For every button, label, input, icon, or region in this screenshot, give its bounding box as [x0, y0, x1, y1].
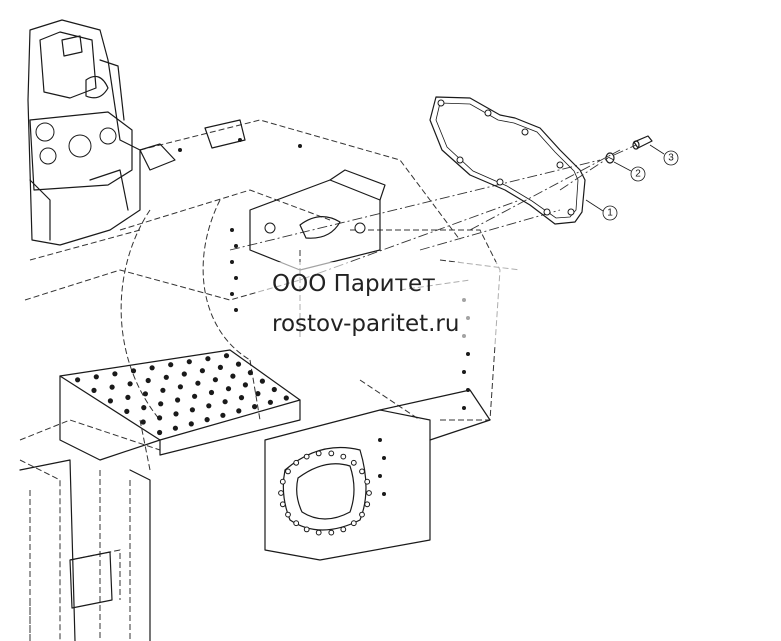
callout-3-label: 3	[668, 153, 674, 164]
step-hole	[206, 403, 212, 409]
ring-bolt-hole	[278, 490, 284, 496]
ring-bolt-hole	[328, 450, 335, 457]
step-hole	[158, 401, 164, 407]
perforated-step	[59, 349, 301, 461]
step-hole	[238, 395, 245, 401]
step-hole	[109, 384, 115, 390]
step-hole	[141, 405, 147, 411]
ring-bolt-hole	[364, 478, 371, 485]
callout-2-label: 2	[635, 169, 641, 180]
step-hole	[236, 408, 242, 414]
step-hole	[204, 417, 210, 423]
ring-bolt-hole	[293, 459, 300, 466]
lower-housing	[264, 389, 491, 561]
watermark-backdrop	[258, 262, 528, 346]
step-hole	[283, 395, 289, 401]
step-hole	[222, 399, 228, 405]
step-hole	[125, 394, 131, 400]
step-hole	[163, 374, 169, 380]
ring-bolt-hole	[315, 450, 322, 457]
step-hole	[142, 391, 148, 397]
watermark-company: ООО Паритет	[272, 271, 436, 297]
step-hole	[195, 380, 201, 386]
step-hole	[259, 378, 265, 384]
center-bracket	[139, 119, 386, 271]
step-hole	[247, 370, 253, 376]
step-hole	[252, 404, 258, 410]
step-hole	[112, 371, 118, 377]
step-hole	[75, 377, 81, 383]
step-hole	[235, 361, 242, 367]
step-hole	[168, 362, 174, 368]
washer	[605, 152, 615, 164]
step-hole	[172, 425, 178, 431]
ring-bolt-hole	[279, 478, 286, 485]
step-hole	[107, 398, 113, 404]
callout-1-label: 1	[607, 208, 613, 219]
lower-column	[19, 459, 151, 641]
step-hole	[199, 368, 205, 374]
step-hole	[242, 382, 248, 388]
ring-bolt-hole	[359, 511, 365, 518]
ring-bolt-hole	[328, 529, 335, 536]
step-hole	[140, 419, 146, 425]
step-hole	[124, 408, 130, 414]
ring-bolt-hole	[350, 459, 357, 466]
step-hole	[189, 407, 195, 413]
step-hole	[157, 429, 163, 436]
step-hole	[181, 371, 187, 377]
step-hole	[175, 397, 181, 403]
step-hole	[188, 421, 194, 427]
step-hole	[255, 391, 261, 397]
ring-bolt-hole	[364, 501, 371, 508]
bolt	[632, 135, 653, 150]
ring-bolt-hole	[340, 453, 347, 460]
callout-1: 1	[602, 205, 618, 221]
step-hole	[223, 353, 230, 359]
step-hole	[230, 373, 236, 379]
step-hole	[208, 389, 215, 396]
callout-2: 2	[630, 166, 646, 182]
step-hole	[225, 386, 232, 392]
step-hole	[130, 368, 137, 374]
ring-bolt-hole	[359, 468, 365, 475]
step-hole	[220, 412, 226, 418]
step-hole	[177, 384, 183, 390]
leader-lines	[559, 144, 665, 212]
step-hole	[157, 415, 163, 421]
step-hole	[271, 386, 277, 393]
ring-bolt-hole	[340, 526, 347, 533]
step-hole	[127, 381, 133, 387]
ring-bolt-hole	[303, 453, 310, 460]
ring-bolt-hole	[285, 511, 291, 518]
ring-bolt-hole	[366, 490, 372, 496]
upper-housing	[27, 19, 141, 246]
cover-gasket	[429, 96, 586, 225]
callout-3: 3	[663, 150, 679, 166]
step-hole	[186, 359, 192, 365]
ring-bolt-hole	[315, 529, 322, 536]
step-hole	[217, 364, 223, 370]
step-hole	[267, 399, 273, 405]
step-hole	[212, 377, 218, 383]
ring-bolt-hole	[303, 526, 310, 533]
watermark-website[interactable]: rostov-paritet.ru	[272, 311, 460, 337]
step-hole	[160, 387, 166, 393]
ring-bolt-hole	[293, 520, 300, 527]
step-hole	[192, 393, 198, 399]
step-hole	[145, 377, 151, 384]
step-hole	[91, 387, 97, 393]
ring-bolt-hole	[285, 468, 291, 475]
ring-bolt-hole	[350, 520, 357, 527]
step-hole	[93, 374, 99, 380]
ring-bolt-hole	[279, 501, 286, 508]
step-hole	[173, 411, 179, 417]
step-hole	[149, 365, 155, 371]
step-hole	[205, 356, 211, 362]
